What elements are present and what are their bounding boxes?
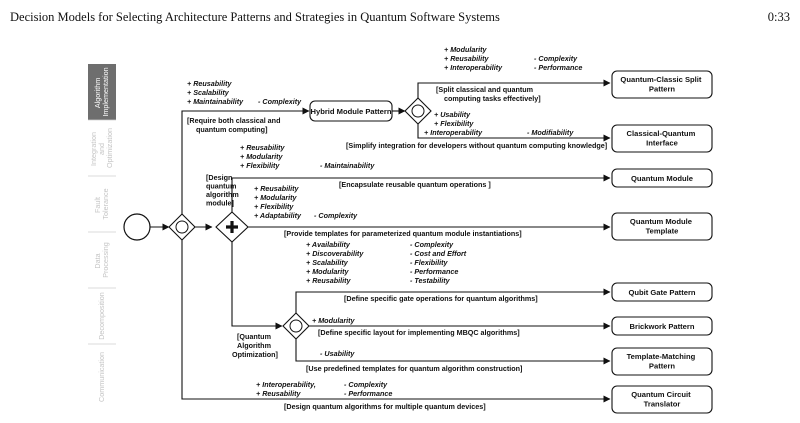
- pros-label: + Modularity: [312, 316, 356, 325]
- node-classical-quantum-interface[interactable]: Classical-Quantum Interface: [611, 124, 713, 153]
- condition-label: [Quantum Algorithm Optimization]: [232, 332, 278, 359]
- edge: [417, 79, 611, 98]
- cons-list: - Complexity - Performance: [344, 380, 392, 398]
- edge: [181, 240, 611, 403]
- pros-list: + Reusability + Scalability + Maintainab…: [187, 79, 244, 106]
- category-sidebar: Algorithm Implementation Integration and…: [88, 64, 116, 410]
- node-label: Quantum Module: [631, 174, 693, 183]
- running-header: Decision Models for Selecting Architectu…: [10, 10, 790, 26]
- cons-label: - Maintainability: [320, 161, 375, 170]
- tab-label: Integration and Optimization: [89, 128, 114, 168]
- edge: [231, 174, 611, 212]
- node-label: Quantum Module Template: [630, 217, 694, 236]
- cons-label: - Complexity: [314, 211, 358, 220]
- page-number: 0:33: [767, 10, 790, 24]
- pros-list: + Interoperability, + Reusability: [256, 380, 318, 398]
- pros-list: + Availability + Discoverability + Scala…: [306, 240, 365, 285]
- flow-lines: [150, 79, 611, 403]
- start-event: [123, 213, 151, 241]
- tab-algorithm-implementation[interactable]: [88, 64, 116, 120]
- cons-list: - Complexity - Performance: [534, 54, 582, 72]
- node-quantum-module-template[interactable]: Quantum Module Template: [611, 212, 713, 241]
- inclusive-gateway: [404, 97, 432, 125]
- pros-list: + Reusability + Modularity + Flexibility: [240, 143, 287, 170]
- paper-title: Decision Models for Selecting Architectu…: [10, 10, 500, 24]
- tab-decomposition[interactable]: [88, 288, 116, 344]
- condition-label: [Design quantum algorithm module]: [206, 173, 241, 208]
- condition-label: [Design quantum algorithms for multiple …: [284, 402, 486, 411]
- edge: [417, 124, 611, 142]
- node-qubit-gate-pattern[interactable]: Qubit Gate Pattern: [611, 282, 713, 302]
- tab-fault-tolerance[interactable]: [88, 176, 116, 232]
- edge: [181, 107, 310, 214]
- cons-label: - Complexity: [258, 97, 302, 106]
- node-label: Classical-Quantum Interface: [627, 129, 698, 148]
- edge: [295, 339, 611, 365]
- condition-label: [Provide templates for parameterized qua…: [284, 229, 522, 238]
- node-brickwork-pattern[interactable]: Brickwork Pattern: [611, 316, 713, 336]
- tab-label: Fault Tolerance: [93, 188, 110, 219]
- pros-list: + Reusability + Modularity + Flexibility…: [254, 184, 302, 220]
- edge: [231, 242, 283, 330]
- condition-label: [Split classical and quantum computing t…: [436, 85, 541, 103]
- node-label: Qubit Gate Pattern: [628, 288, 695, 297]
- condition-label: [Encapsulate reusable quantum operations…: [339, 180, 491, 189]
- node-hybrid-module-pattern[interactable]: Hybrid Module Pattern: [309, 100, 393, 122]
- tab-integration-optimization[interactable]: [88, 120, 116, 176]
- condition-label: [Use predefined templates for quantum al…: [306, 364, 522, 373]
- tab-label: Algorithm Implementation: [93, 67, 110, 116]
- node-label: Template-Matching Pattern: [627, 352, 698, 371]
- cons-label: - Usability: [320, 349, 355, 358]
- tab-communication[interactable]: [88, 344, 116, 410]
- node-label: Quantum-Classic Split Pattern: [620, 75, 703, 94]
- pros-list: + Usability + Flexibility + Interoperabi…: [424, 110, 483, 137]
- node-label: Quantum Circuit Translator: [631, 390, 693, 409]
- inclusive-gateway: [282, 312, 310, 340]
- parallel-gateway: [215, 211, 249, 243]
- exclusive-gateway: [168, 213, 196, 241]
- node-quantum-classic-split-pattern[interactable]: Quantum-Classic Split Pattern: [611, 70, 713, 99]
- condition-label: [Define specific gate operations for qua…: [344, 294, 538, 303]
- condition-label: [Require both classical and quantum comp…: [187, 116, 282, 134]
- edge: [295, 288, 611, 313]
- condition-label: [Simplify integration for developers wit…: [346, 141, 607, 150]
- pros-list: + Modularity + Reusability + Interoperab…: [444, 45, 503, 72]
- tab-label: Communication: [97, 352, 106, 402]
- tab-data-processing[interactable]: [88, 232, 116, 288]
- condition-label: [Define specific layout for implementing…: [318, 328, 520, 337]
- node-label: Hybrid Module Pattern: [310, 107, 391, 116]
- node-label: Brickwork Pattern: [630, 322, 695, 331]
- tab-label: Data Processing: [93, 242, 110, 278]
- node-quantum-circuit-translator[interactable]: Quantum Circuit Translator: [611, 385, 713, 414]
- tab-label: Decomposition: [97, 292, 106, 340]
- annotations: + Reusability + Scalability + Maintainab…: [187, 45, 607, 411]
- cons-list: - Complexity - Cost and Effort - Flexibi…: [410, 240, 468, 285]
- node-template-matching-pattern[interactable]: Template-Matching Pattern: [611, 347, 713, 376]
- node-quantum-module[interactable]: Quantum Module: [611, 168, 713, 188]
- cons-label: - Modifiability: [527, 128, 574, 137]
